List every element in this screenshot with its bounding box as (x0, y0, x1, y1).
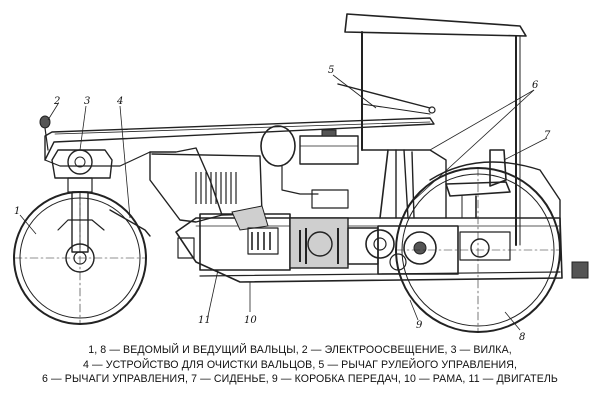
callout-11: 11 (198, 315, 211, 326)
callout-7: 7 (544, 130, 551, 141)
caption-line-1: 1, 8 — ВЕДОМЫЙ И ВЕДУЩИЙ ВАЛЬЦЫ, 2 — ЭЛЕ… (88, 344, 512, 356)
roller-scraper (109, 209, 151, 237)
callout-labels: 1 2 3 4 5 6 7 8 9 10 11 (14, 65, 551, 343)
canopy (344, 13, 527, 246)
caption-line-3: 6 — РЫЧАГИ УПРАВЛЕНИЯ, 7 — СИДЕНЬЕ, 9 — … (42, 373, 558, 385)
callout-10: 10 (244, 315, 257, 326)
engine (199, 205, 379, 271)
control-levers (337, 83, 447, 219)
seat (445, 149, 511, 219)
caption-line-2: 4 — УСТРОЙСТВО ДЛЯ ОЧИСТКИ ВАЛЬЦОВ, 5 — … (82, 358, 518, 371)
callout-4: 4 (116, 96, 123, 107)
headlight (39, 115, 51, 129)
front-fork (39, 115, 113, 253)
callout-8: 8 (519, 332, 525, 343)
steering-lever (337, 83, 431, 109)
gearbox (365, 225, 511, 275)
callout-6: 6 (532, 80, 539, 91)
fuel-tank (260, 125, 359, 209)
callout-1: 1 (14, 206, 20, 217)
callout-3: 3 (84, 96, 90, 107)
front-roller (13, 191, 151, 325)
engine-cover (149, 147, 263, 223)
leader-lines (19, 74, 548, 331)
callout-2: 2 (53, 96, 60, 107)
hood (44, 117, 435, 167)
figure-caption: 1, 8 — ВЕДОМЫЙ И ВЕДУЩИЙ ВАЛЬЦЫ, 2 — ЭЛЕ… (0, 343, 600, 387)
callout-9: 9 (416, 320, 423, 331)
callout-5: 5 (328, 65, 334, 76)
road-roller-drawing: 1 2 3 4 5 6 7 8 9 10 11 (13, 13, 589, 343)
